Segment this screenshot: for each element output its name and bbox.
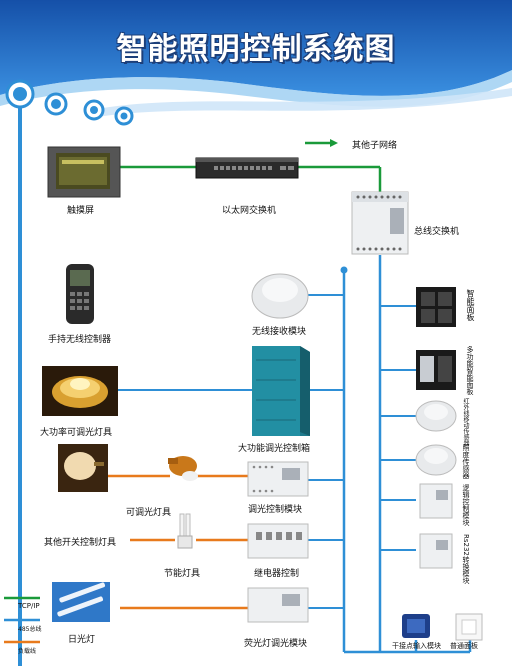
label-smart-panel: 智能面板	[466, 289, 475, 321]
label-wireless-receiver: 无线接收模块	[252, 327, 307, 337]
label-ethernet-switch: 以太网交换机	[222, 206, 277, 216]
relay-module-device	[247, 523, 309, 559]
label-dimmer-box: 大功能调光控制箱	[238, 444, 311, 454]
label-dimmable-lamp: 可调光灯具	[126, 508, 172, 518]
fluorescent-tube-photo	[52, 582, 110, 622]
label-energy-saving-lamp: 节能灯具	[164, 569, 201, 579]
dimmer-module-device	[247, 461, 309, 497]
label-dimmer-module: 调光控制模块	[248, 505, 303, 515]
dimmable-bulb-device	[168, 456, 198, 481]
chandelier-photo	[42, 366, 118, 416]
label-fluorescent: 日光灯	[68, 635, 96, 645]
label-relay: 继电器控制	[254, 569, 300, 579]
label-multi-panel: 多功能智能面板	[466, 346, 474, 395]
illuminance-sensor-device	[415, 444, 457, 476]
rs232-module-device	[419, 533, 453, 569]
ethernet-switch-device	[195, 157, 299, 179]
label-dry-contact: 干接点输入模块	[392, 642, 441, 650]
logic-module-device	[419, 483, 453, 519]
multi-panel-device	[416, 350, 456, 390]
label-touchscreen: 触摸屏	[67, 206, 95, 216]
legend-485-bus: 485总线	[18, 626, 42, 633]
label-normal-panel: 普通面板	[450, 642, 478, 650]
legend-load-line: 负载线	[18, 648, 37, 655]
label-ir-sensor: 红外线移动传感器	[462, 398, 469, 446]
dimmer-control-box-device	[252, 346, 310, 436]
energy-saving-bulb-device	[177, 513, 193, 549]
smart-panel-device	[416, 287, 456, 327]
touchscreen-device	[47, 146, 121, 198]
diagram-title: 智能照明控制系统图	[116, 32, 396, 67]
label-rs232-module: Rs232转换模块	[462, 534, 470, 584]
label-other-switch-lamp: 其他开关控制灯具	[44, 538, 117, 548]
label-bus-switch: 总线交换机	[414, 227, 460, 237]
wall-lamp-photo	[58, 444, 108, 492]
label-handheld: 手持无线控制器	[48, 335, 112, 345]
handheld-controller-device	[66, 264, 94, 324]
label-illuminance-sensor: 照度传感器	[462, 444, 470, 479]
normal-panel-device	[455, 613, 483, 641]
label-fluorescent-dimmer: 荧光灯调光模块	[244, 639, 308, 649]
bus-switch-device	[351, 191, 409, 255]
label-other-network: 其他子网络	[352, 141, 398, 151]
ir-sensor-device	[415, 400, 457, 432]
fluorescent-dimmer-module-device	[247, 587, 309, 623]
label-high-power-lamp: 大功率可调光灯具	[40, 428, 113, 438]
dry-contact-module-device	[402, 614, 430, 638]
legend-tcpip: TCP/IP	[18, 602, 40, 610]
label-logic-module: 逻辑控制模块	[462, 484, 470, 526]
wireless-receiver-device	[251, 273, 309, 319]
